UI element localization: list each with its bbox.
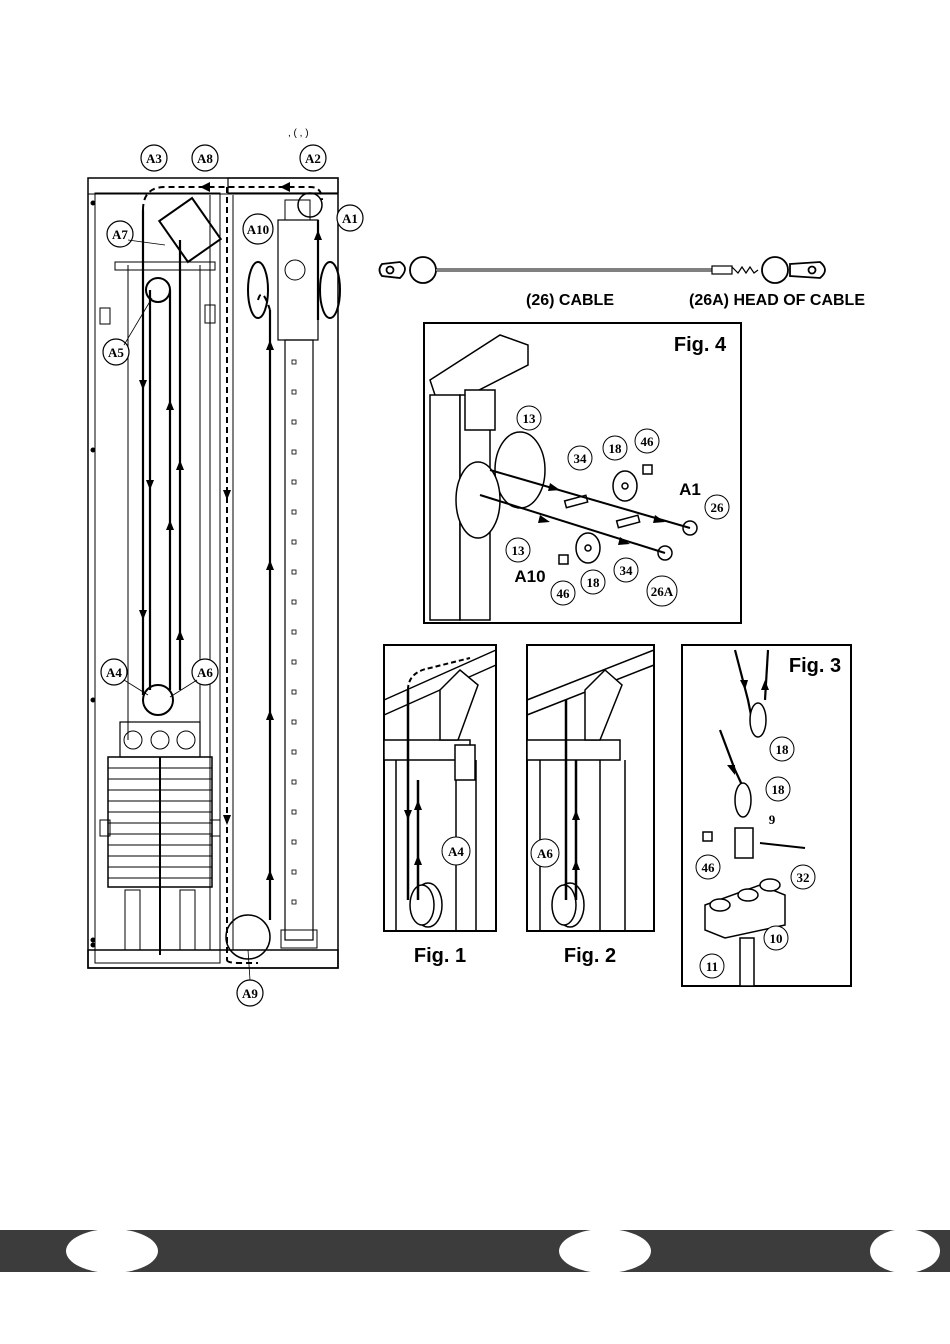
label-a10: A10 (243, 214, 273, 244)
fig4-callout-46b: 46 (557, 586, 571, 601)
fig3-title: Fig. 3 (789, 655, 841, 677)
fig3-callout-10: 10 (770, 931, 783, 946)
footer-oval-right (870, 1229, 940, 1273)
figure-1: A4 Fig. 1 (384, 645, 496, 967)
label-a6-text: A6 (197, 665, 213, 680)
label-a3: A3 (141, 145, 167, 171)
fig2-title: Fig. 2 (564, 945, 616, 967)
label-a2: A2 (300, 145, 326, 171)
fig3-callout-18b: 18 (772, 782, 786, 797)
fig4-callout-34b: 34 (620, 563, 634, 578)
fig4-callout-13b: 13 (512, 543, 526, 558)
pulley-a7 (159, 198, 220, 262)
label-a5-text: A5 (108, 345, 124, 360)
footer-bar (0, 1229, 950, 1273)
cable-label: (26) CABLE (526, 292, 614, 309)
figure-4: Fig. 4 (424, 323, 741, 623)
label-a8-text: A8 (197, 151, 213, 166)
fig3-callout-11: 11 (706, 959, 718, 974)
fig4-callout-13a: 13 (523, 411, 537, 426)
fig3-callout-9: 9 (769, 812, 776, 827)
fig1-callout-a4: A4 (448, 844, 464, 859)
figure-2: A6 Fig. 2 (527, 645, 654, 967)
fig4-title: Fig. 4 (674, 334, 727, 356)
fig1-title: Fig. 1 (414, 945, 466, 967)
svg-text:, ( , ): , ( , ) (288, 128, 309, 139)
label-a7-text: A7 (112, 227, 128, 242)
label-a1: A1 (337, 205, 363, 231)
label-a8: A8 (192, 145, 218, 171)
cable-eye-right-icon (762, 257, 825, 283)
label-a9: A9 (237, 980, 263, 1006)
page-number-oval-left (66, 1229, 158, 1273)
label-a1-text: A1 (342, 211, 358, 226)
cable-legend: (26) CABLE (26A) HEAD OF CABLE (380, 257, 866, 309)
fig3-callout-32: 32 (797, 870, 810, 885)
label-a4: A4 (101, 659, 127, 685)
fig3-callout-18a: 18 (776, 742, 790, 757)
fig4-callout-26: 26 (711, 500, 725, 515)
label-a2-text: A2 (305, 151, 321, 166)
fig4-label-a10: A10 (514, 567, 545, 586)
label-a9-text: A9 (242, 986, 258, 1001)
main-cable-diagram (88, 178, 340, 968)
fig4-label-a1: A1 (679, 480, 701, 499)
fig4-callout-46a: 46 (641, 434, 655, 449)
label-a3-text: A3 (146, 151, 162, 166)
fig3-callout-46: 46 (702, 860, 716, 875)
cable-eye-left-icon (380, 257, 437, 283)
fig4-callout-18a: 18 (609, 441, 623, 456)
pulley-a10 (248, 262, 268, 318)
label-a4-text: A4 (106, 665, 122, 680)
pulley-a1 (320, 262, 340, 318)
fig2-callout-a6: A6 (537, 846, 553, 861)
label-a7: A7 (107, 221, 133, 247)
fig4-callout-34a: 34 (574, 451, 588, 466)
label-a10-text: A10 (247, 222, 269, 237)
pulley-a4 (143, 685, 173, 715)
pulley-label-group: A3 A8 A2 A1 A7 A10 A5 A4 A6 A9 (101, 145, 363, 1006)
figure-3: Fig. 3 18 18 9 (682, 645, 851, 986)
footer-oval-middle (559, 1229, 651, 1273)
fig4-callout-18b: 18 (587, 575, 601, 590)
fig4-callout-26a: 26A (651, 584, 674, 599)
head-of-cable-label: (26A) HEAD OF CABLE (689, 292, 865, 309)
